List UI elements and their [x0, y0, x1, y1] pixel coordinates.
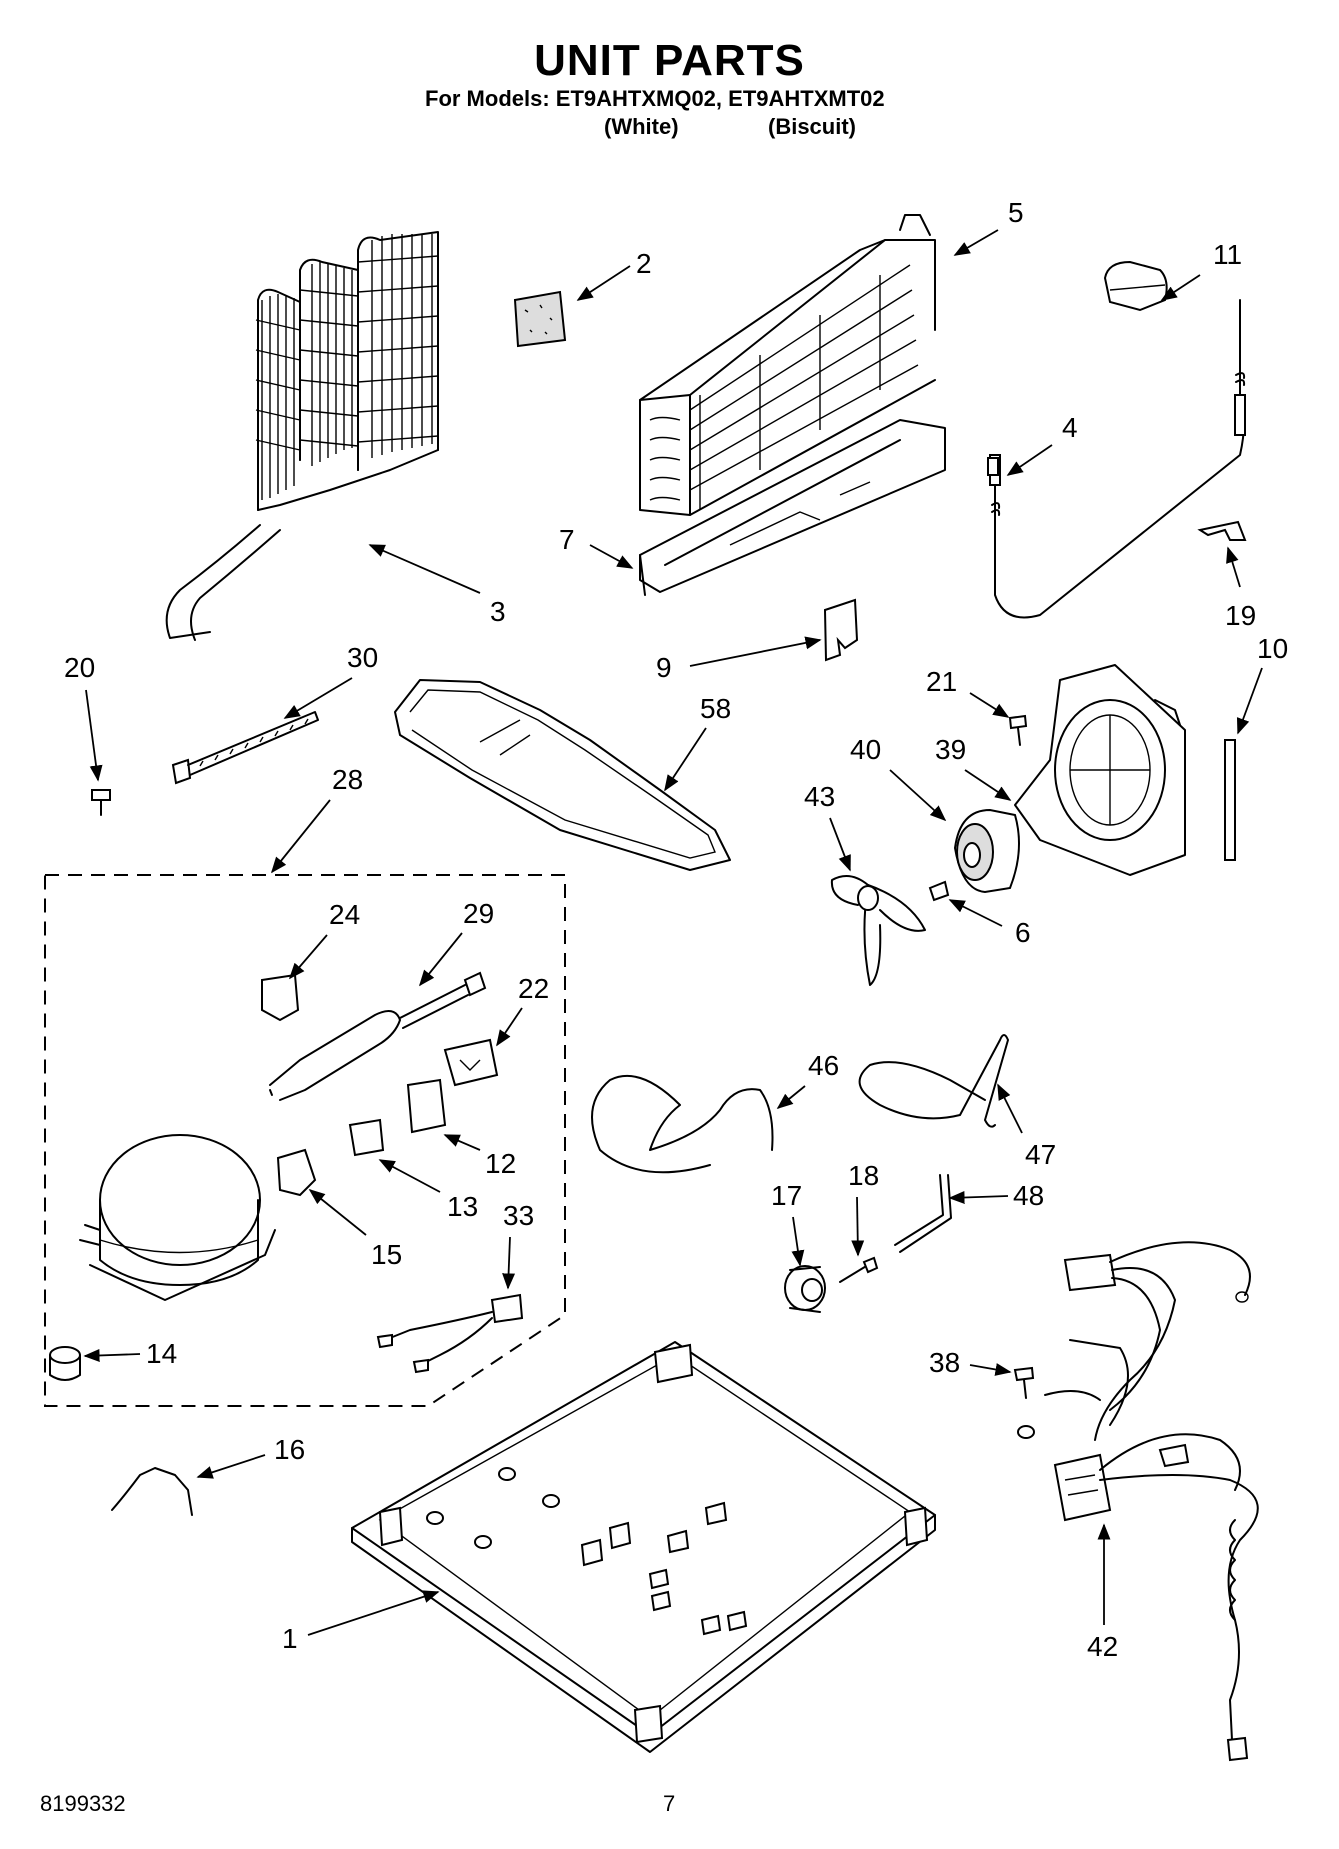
clip-19-drawing: [1197, 520, 1247, 541]
callout-38: 38: [929, 1347, 960, 1378]
callout-7: 7: [559, 524, 575, 555]
condenser-coil-drawing: [165, 231, 439, 641]
strip-10-drawing: [1224, 739, 1236, 861]
part-12-drawing: [406, 1078, 447, 1134]
callout-2: 2: [636, 248, 652, 279]
callout-10: 10: [1257, 633, 1288, 664]
callout-12: 12: [485, 1148, 516, 1179]
callout-40: 40: [850, 734, 881, 765]
callout-46: 46: [808, 1050, 839, 1081]
drain-pan-drawing: [394, 679, 731, 871]
tie-strap-drawing: [171, 711, 319, 785]
callout-18: 18: [848, 1160, 879, 1191]
base-tray-drawing: [351, 1341, 936, 1753]
tube-48-drawing: [894, 1174, 952, 1253]
model-color-white: (White): [604, 114, 679, 139]
callout-4: 4: [1062, 412, 1078, 443]
callout-6: 6: [1015, 917, 1031, 948]
callout-39: 39: [935, 734, 966, 765]
part-11-drawing: [1103, 260, 1168, 312]
callout-42: 42: [1087, 1631, 1118, 1662]
callout-3: 3: [490, 596, 506, 627]
part-13-drawing: [348, 1118, 385, 1157]
part-15-drawing: [276, 1148, 317, 1197]
fan-blade-drawing: [830, 875, 926, 986]
callout-13: 13: [447, 1191, 478, 1222]
pad-drawing: [513, 290, 567, 348]
fan-shroud-drawing: [1014, 664, 1186, 876]
callout-17: 17: [771, 1180, 802, 1211]
page-number: 7: [663, 1791, 676, 1816]
harness-33-drawing: [376, 1293, 524, 1374]
sensor-wire-drawing: [987, 299, 1246, 619]
model-color-biscuit: (Biscuit): [768, 114, 856, 139]
callout-11: 11: [1213, 239, 1242, 270]
pin-drawing: [839, 1256, 879, 1283]
callout-30: 30: [347, 642, 378, 673]
part-6-drawing: [928, 880, 950, 902]
callout-14: 14: [146, 1338, 177, 1369]
callout-9: 9: [656, 652, 672, 683]
tube-47-drawing: [858, 1034, 1009, 1128]
callout-48: 48: [1013, 1180, 1044, 1211]
callout-24: 24: [329, 899, 360, 930]
part-22-drawing: [443, 1038, 499, 1087]
callout-5: 5: [1008, 197, 1024, 228]
tube-46-drawing: [591, 1074, 774, 1174]
callout-47: 47: [1025, 1139, 1056, 1170]
part-24-drawing: [261, 973, 300, 1022]
callout-labels: 2 3 5 11 4 7 19 10 9 20 30 21 58 28 40 3…: [64, 197, 1288, 1662]
roller-drawing: [784, 1265, 826, 1313]
callout-22: 22: [518, 973, 549, 1004]
grommet-drawing: [49, 1346, 81, 1381]
callout-1: 1: [282, 1623, 298, 1654]
evaporator-drawing: [639, 214, 946, 596]
callout-20: 20: [64, 652, 95, 683]
page-title: UNIT PARTS: [534, 36, 805, 85]
models-subtitle: For Models: ET9AHTXMQ02, ET9AHTXMT02: [425, 86, 885, 111]
compressor-drawing: [79, 1134, 276, 1301]
wire-harness-42-drawing: [1044, 1241, 1259, 1762]
callout-16: 16: [274, 1434, 305, 1465]
callout-15: 15: [371, 1239, 402, 1270]
callout-29: 29: [463, 898, 494, 929]
callout-58: 58: [700, 693, 731, 724]
callout-43: 43: [804, 781, 835, 812]
drier-drawing: [269, 971, 487, 1101]
callout-33: 33: [503, 1200, 534, 1231]
callout-28: 28: [332, 764, 363, 795]
bracket-9-drawing: [823, 598, 859, 662]
clip-16-drawing: [111, 1467, 193, 1516]
screw-38-drawing: [1013, 1366, 1035, 1439]
callout-21: 21: [926, 666, 957, 697]
compressor-kit-boundary: [44, 874, 566, 1407]
document-number: 8199332: [40, 1791, 126, 1816]
screw-20-drawing: [91, 789, 111, 816]
screw-21-drawing: [1008, 714, 1028, 746]
callout-19: 19: [1225, 600, 1256, 631]
fan-motor-drawing: [953, 808, 1020, 894]
